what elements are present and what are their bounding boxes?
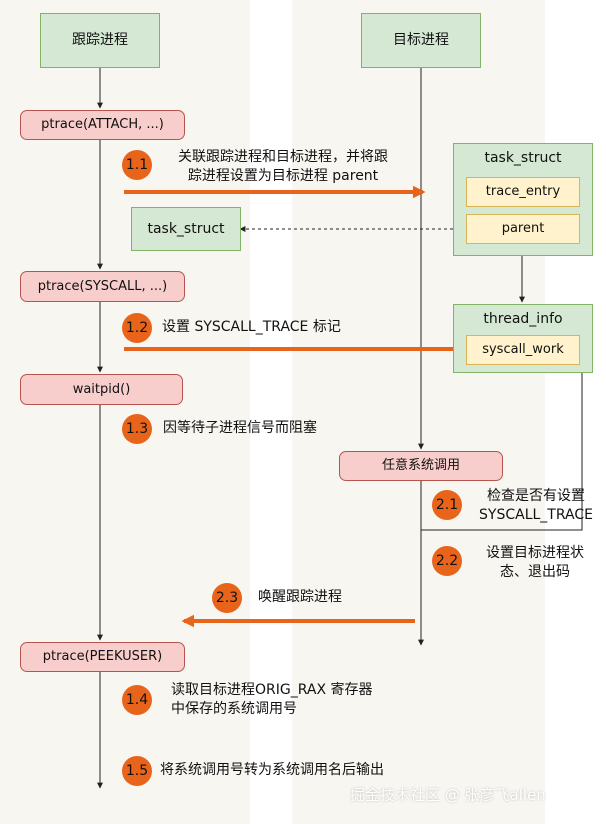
waitpid-box: waitpid() bbox=[20, 374, 183, 405]
syscall-work-field: syscall_work bbox=[466, 335, 580, 365]
step-1-4-text: 读取目标进程ORIG_RAX 寄存器 中保存的系统调用号 bbox=[171, 681, 373, 719]
target-process-header: 目标进程 bbox=[361, 13, 481, 68]
step-1-1-line1: 关联跟踪进程和目标进程，并将跟 bbox=[178, 149, 388, 165]
step-badge-1-3: 1.3 bbox=[122, 414, 152, 444]
step-2-1-line1: 检查是否有设置 bbox=[487, 488, 585, 504]
target-task-struct-title: task_struct bbox=[484, 150, 562, 166]
step-1-4-line1: 读取目标进程ORIG_RAX 寄存器 bbox=[171, 682, 373, 698]
step-1-2-text: 设置 SYSCALL_TRACE 标记 bbox=[162, 319, 341, 335]
parent-field: parent bbox=[466, 214, 580, 244]
step-1-1-text: 关联跟踪进程和目标进程，并将跟 踪进程设置为目标进程 parent bbox=[152, 148, 414, 186]
step-badge-1-4: 1.4 bbox=[122, 685, 152, 715]
step-1-1-line2: 踪进程设置为目标进程 parent bbox=[187, 168, 379, 184]
watermark: 掘金技术社区 @ 张彦飞allen bbox=[350, 786, 546, 804]
thread-info-title: thread_info bbox=[483, 311, 563, 327]
any-syscall-box: 任意系统调用 bbox=[339, 451, 503, 481]
step-1-3-text: 因等待子进程信号而阻塞 bbox=[163, 420, 317, 436]
step-1-4-line2: 中保存的系统调用号 bbox=[171, 701, 297, 717]
tracer-process-header: 跟踪进程 bbox=[40, 13, 160, 68]
step-2-2-line2: 态、退出码 bbox=[500, 564, 570, 580]
step-2-2-line1: 设置目标进程状 bbox=[486, 545, 584, 561]
ptrace-peekuser-box: ptrace(PEEKUSER) bbox=[20, 642, 185, 672]
step-2-2-text: 设置目标进程状 态、退出码 bbox=[470, 544, 600, 582]
step-badge-1-5: 1.5 bbox=[122, 756, 152, 786]
step-2-1-line2: SYSCALL_TRACE bbox=[479, 507, 593, 523]
step-badge-1-1: 1.1 bbox=[122, 150, 152, 180]
step-badge-2-1: 2.1 bbox=[432, 490, 462, 520]
step-2-1-text: 检查是否有设置 SYSCALL_TRACE bbox=[466, 487, 606, 525]
step-badge-2-2: 2.2 bbox=[432, 546, 462, 576]
ptrace-syscall-box: ptrace(SYSCALL, ...) bbox=[20, 271, 185, 302]
step-badge-1-2: 1.2 bbox=[122, 313, 152, 343]
step-2-3-text: 唤醒跟踪进程 bbox=[258, 589, 342, 605]
trace-entry-field: trace_entry bbox=[466, 177, 580, 207]
step-badge-2-3: 2.3 bbox=[212, 583, 242, 613]
ptrace-attach-box: ptrace(ATTACH, ...) bbox=[20, 110, 185, 140]
tracer-task-struct-box: task_struct bbox=[131, 207, 241, 251]
step-1-5-text: 将系统调用号转为系统调用名后输出 bbox=[160, 762, 384, 778]
